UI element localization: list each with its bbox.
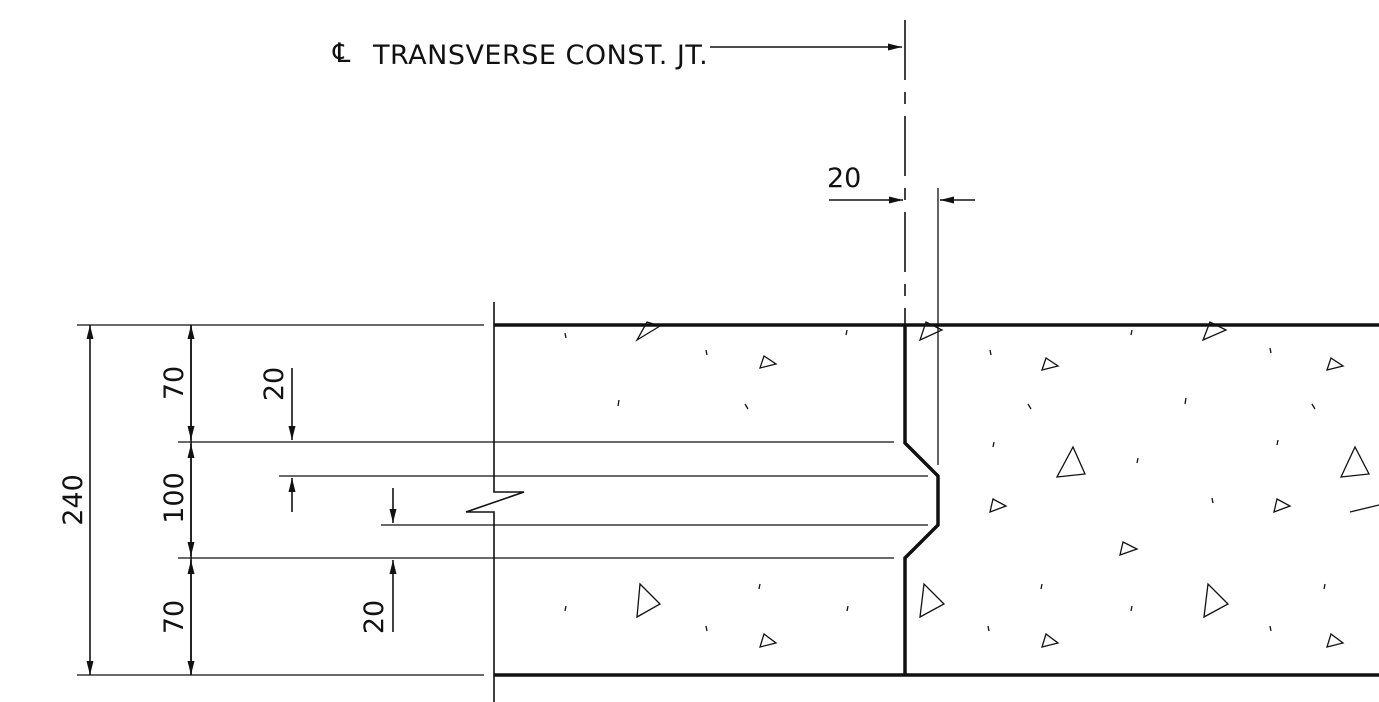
concrete-hatch [564,321,1379,648]
slab-section [465,302,1379,702]
top-layer-value: 70 [159,366,190,400]
bottom-layer-value: 70 [159,600,190,634]
centerline-callout: ℄ TRANSVERSE CONST. JT. [332,38,902,71]
key-depth-top-value: 20 [259,367,290,401]
key-width-value: 20 [827,163,861,194]
key-width-dimension: 20 [827,163,975,465]
total-depth-dimension: 240 [58,325,94,675]
callout-label: TRANSVERSE CONST. JT. [372,40,708,71]
key-depth-dimensions: 20 20 [259,367,397,634]
centerline-symbol: ℄ [332,38,351,69]
key-depth-bottom-value: 20 [359,600,390,634]
layer-dimensions: 70 100 70 [159,325,195,675]
total-depth-value: 240 [58,474,89,526]
middle-layer-value: 100 [159,472,190,524]
keyed-joint-profile [903,325,940,675]
break-line [465,302,525,702]
extension-lines [77,324,928,676]
